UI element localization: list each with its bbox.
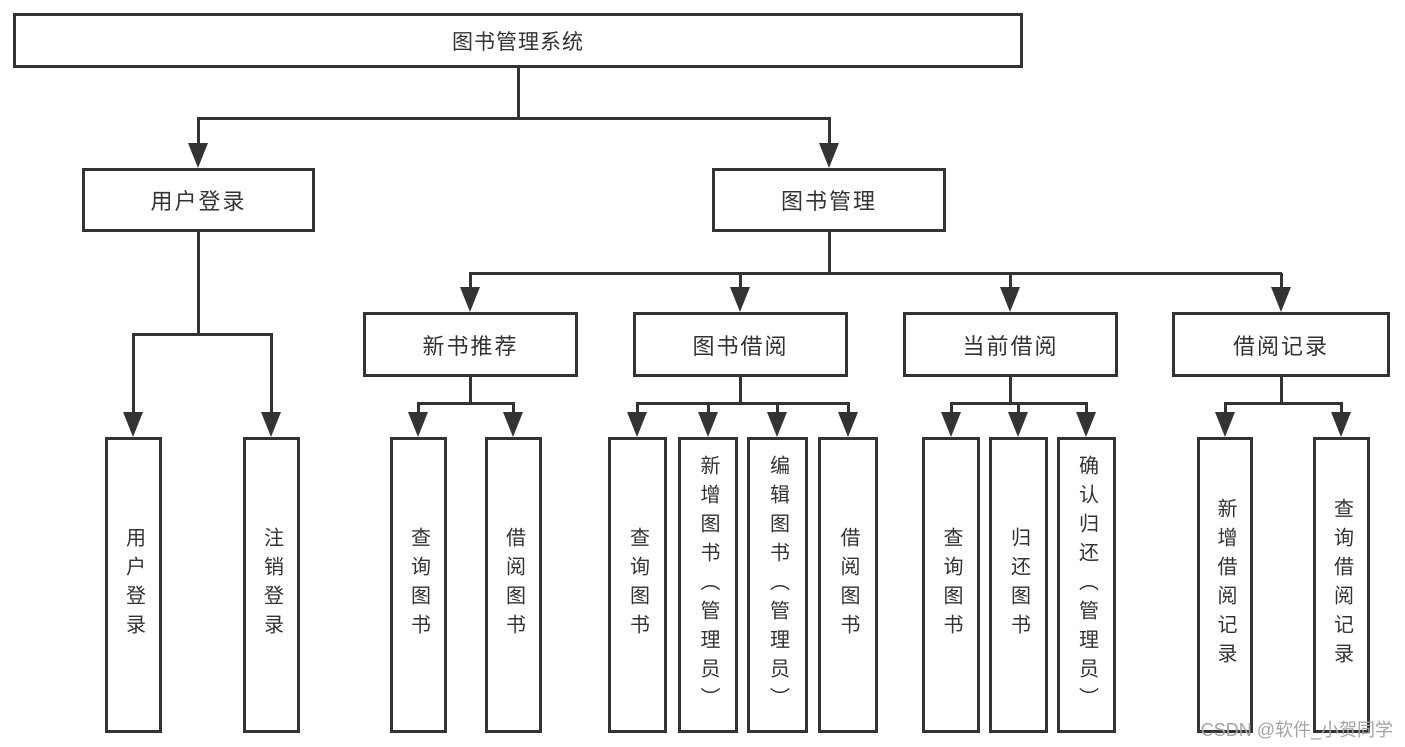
leaf-records-query-record-label: 查询借阅记录 [1330,498,1353,672]
node-root-label: 图书管理系统 [452,30,584,54]
leaf-user-login-label: 用户登录 [122,527,145,643]
node-new-book-recommend-label: 新书推荐 [422,333,519,359]
connector-line [197,232,200,335]
arrowhead-down-icon [460,287,480,312]
node-borrow-records: 借阅记录 [1172,312,1390,377]
watermark: CSDN @软件_小贺同学 [1200,720,1393,740]
arrowhead-down-icon [627,412,647,437]
arrowhead-down-icon [188,143,208,168]
node-current-borrow-label: 当前借阅 [962,333,1059,359]
arrowhead-down-icon [408,412,428,437]
leaf-current-return-books-label: 归还图书 [1007,527,1030,643]
arrowhead-down-icon [730,287,750,312]
connector-line [950,403,953,414]
arrowhead-down-icon [1215,412,1235,437]
node-book-borrow-label: 图书借阅 [692,333,789,359]
node-current-borrow: 当前借阅 [903,312,1118,377]
connector-line [517,68,520,119]
connector-line [417,402,515,405]
leaf-logout-label: 注销登录 [260,527,283,643]
arrowhead-down-icon [261,412,281,437]
arrowhead-down-icon [941,412,961,437]
leaf-current-confirm-return-admin-label: 确认归还（管理员） [1075,454,1098,716]
leaf-borrow-borrow-books: 借阅图书 [818,437,878,733]
arrowhead-down-icon [1076,412,1096,437]
arrowhead-down-icon [123,412,143,437]
arrowhead-down-icon [503,412,523,437]
node-book-borrow: 图书借阅 [633,312,848,377]
connector-line [417,403,420,414]
arrowhead-down-icon [1000,287,1020,312]
leaf-records-add-record-label: 新增借阅记录 [1214,498,1236,672]
leaf-borrow-edit-books-admin: 编辑图书（管理员） [747,437,808,733]
leaf-current-query-books: 查询图书 [922,437,980,733]
leaf-borrow-add-books-admin-label: 新增图书（管理员） [697,454,719,716]
leaf-user-login: 用户登录 [105,437,162,733]
connector-line [197,117,831,120]
leaf-logout: 注销登录 [243,437,300,733]
connector-line [847,403,850,414]
connector-line [469,272,1282,275]
connector-line [776,403,779,414]
leaf-current-confirm-return-admin: 确认归还（管理员） [1057,437,1116,733]
leaf-newbook-borrow-books-label: 借阅图书 [502,527,525,643]
arrowhead-down-icon [767,412,787,437]
arrowhead-down-icon [698,412,718,437]
arrowhead-down-icon [819,143,839,168]
leaf-borrow-query-books: 查询图书 [608,437,667,733]
connector-line [828,232,831,274]
node-root: 图书管理系统 [13,13,1023,68]
connector-line [828,118,831,145]
leaf-borrow-add-books-admin: 新增图书（管理员） [678,437,738,733]
connector-line [1280,273,1283,289]
node-new-book-recommend: 新书推荐 [363,312,578,377]
leaf-newbook-query-books: 查询图书 [390,437,447,733]
arrowhead-down-icon [838,412,858,437]
leaf-newbook-borrow-books: 借阅图书 [485,437,542,733]
connector-line [469,273,472,289]
leaf-borrow-query-books-label: 查询图书 [626,527,649,643]
leaf-records-query-record: 查询借阅记录 [1313,437,1370,733]
connector-line [1009,377,1012,404]
leaf-borrow-edit-books-admin-label: 编辑图书（管理员） [766,454,789,716]
arrowhead-down-icon [1271,287,1291,312]
node-book-management: 图书管理 [712,168,946,232]
connector-line [132,333,273,336]
node-borrow-records-label: 借阅记录 [1232,333,1329,359]
leaf-newbook-query-books-label: 查询图书 [407,527,430,643]
node-book-management-label: 图书管理 [780,189,877,214]
connector-line [1340,403,1343,414]
connector-line [512,403,515,414]
connector-line [469,377,472,404]
connector-line [739,377,742,404]
connector-line [1017,403,1020,414]
connector-line [636,403,639,414]
connector-line [1009,273,1012,289]
arrowhead-down-icon [1008,412,1028,437]
connector-line [707,403,710,414]
connector-line [197,118,200,145]
node-user-login-label: 用户登录 [150,189,247,214]
connector-line [132,334,135,414]
connector-line [1224,403,1227,414]
connector-line [1224,402,1343,405]
connector-line [1280,377,1283,404]
node-user-login: 用户登录 [82,168,315,232]
leaf-records-add-record: 新增借阅记录 [1197,437,1253,733]
leaf-borrow-borrow-books-label: 借阅图书 [837,527,859,643]
arrowhead-down-icon [1331,412,1351,437]
connector-line [739,273,742,289]
leaf-current-return-books: 归还图书 [989,437,1048,733]
connector-line [636,402,850,405]
leaf-current-query-books-label: 查询图书 [940,527,962,643]
connector-line [1085,403,1088,414]
connector-line [270,334,273,414]
